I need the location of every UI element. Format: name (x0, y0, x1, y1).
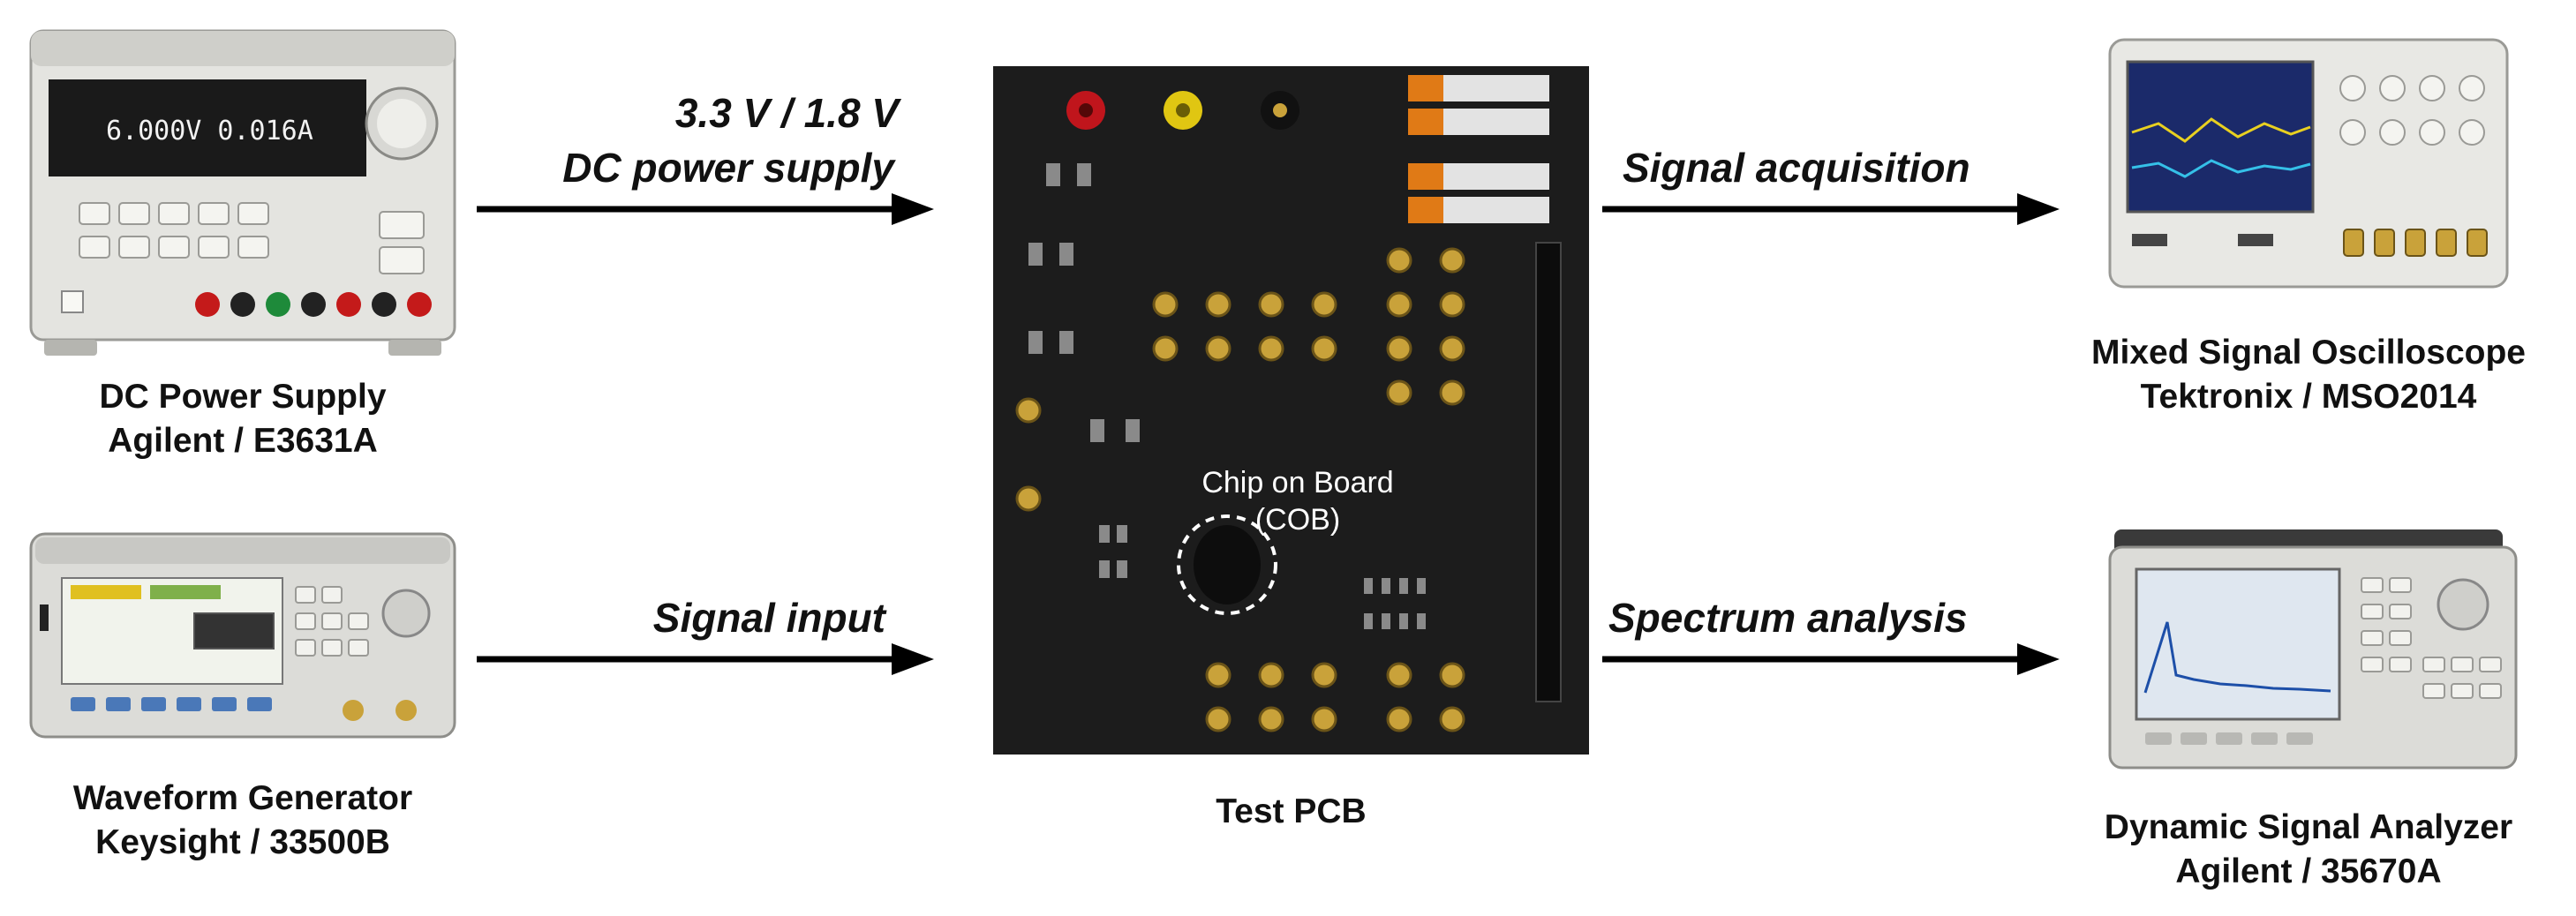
oscilloscope-name: Mixed Signal Oscilloscope (2091, 334, 2526, 372)
signal-analyzer-name: Dynamic Signal Analyzer (2104, 808, 2513, 846)
power-arrow-voltage-label: 3.3 V / 1.8 V (674, 90, 899, 136)
oscilloscope-image (2108, 38, 2509, 289)
arrow-power (477, 193, 934, 225)
waveform-generator-image (29, 532, 456, 739)
test-pcb-image: Chip on Board (COB) (993, 66, 1589, 755)
spectrum-analysis-label: Spectrum analysis (1608, 595, 1968, 641)
waveform-generator-model: Keysight / 33500B (95, 823, 390, 861)
power-supply-model: Agilent / E3631A (108, 422, 378, 460)
arrow-spectrum-analysis (1602, 643, 2060, 675)
test-pcb-label: Test PCB (993, 790, 1589, 834)
signal-acquisition-label: Signal acquisition (1623, 145, 1970, 191)
power-supply-label: DC Power Supply Agilent / E3631A (26, 375, 459, 463)
power-supply-name: DC Power Supply (99, 378, 387, 416)
waveform-generator-name: Waveform Generator (72, 779, 413, 817)
power-display-readout: 6.000V 0.016A (106, 116, 313, 146)
power-arrow-supply-label: DC power supply (562, 145, 894, 191)
cob-label-line2: (COB) (1255, 503, 1340, 537)
signal-analyzer-model: Agilent / 35670A (2175, 852, 2442, 890)
oscilloscope-label: Mixed Signal Oscilloscope Tektronix / MS… (2057, 331, 2560, 419)
oscilloscope-model: Tektronix / MSO2014 (2140, 378, 2477, 416)
signal-analyzer-label: Dynamic Signal Analyzer Agilent / 35670A (2057, 806, 2560, 894)
test-pcb-name: Test PCB (1216, 792, 1367, 830)
signal-analyzer-image (2108, 529, 2518, 770)
signal-input-label: Signal input (652, 595, 885, 641)
arrow-signal-acquisition (1602, 193, 2060, 225)
dc-power-supply-image: 6.000V 0.016A (29, 29, 456, 356)
arrow-signal-input (477, 643, 934, 675)
cob-label-line1: Chip on Board (1201, 466, 1393, 499)
waveform-generator-label: Waveform Generator Keysight / 33500B (26, 777, 459, 865)
